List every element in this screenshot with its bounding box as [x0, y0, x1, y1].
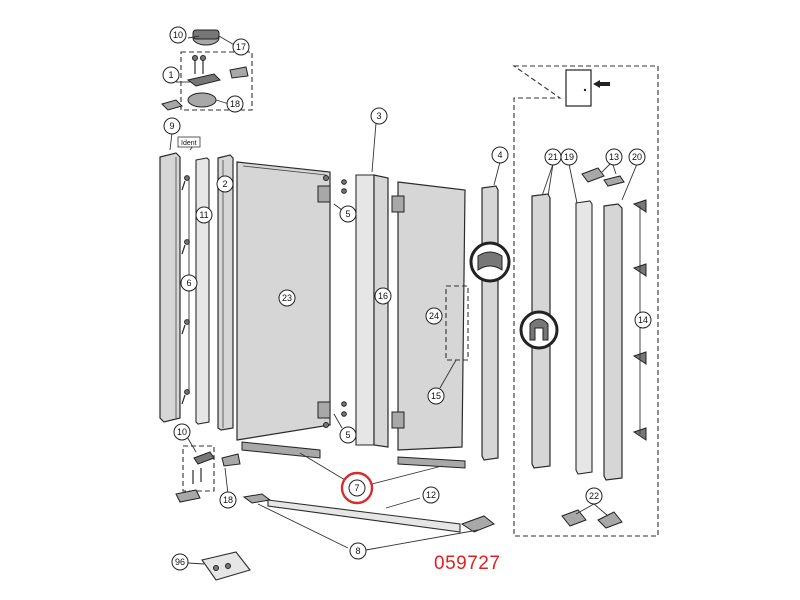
- callout-7-highlight-ring: [340, 471, 374, 505]
- svg-text:14: 14: [638, 315, 648, 325]
- top-hinge-kit-box: [180, 51, 253, 111]
- callout-18-top: 18: [226, 95, 244, 113]
- svg-text:96: 96: [175, 557, 185, 567]
- top-hinge-kit: [161, 29, 253, 111]
- svg-text:3: 3: [376, 111, 381, 121]
- callout-13: 13: [605, 148, 623, 166]
- svg-text:5: 5: [345, 430, 350, 440]
- svg-text:15: 15: [431, 391, 441, 401]
- svg-text:12: 12: [426, 490, 436, 500]
- svg-text:18: 18: [223, 495, 233, 505]
- callout-5-top: 5: [339, 205, 357, 223]
- svg-text:13: 13: [609, 152, 619, 162]
- callout-96: 96: [171, 553, 189, 571]
- svg-text:10: 10: [177, 427, 187, 437]
- callout-19: 19: [560, 148, 578, 166]
- callout-7: 7: [348, 479, 366, 497]
- svg-text:23: 23: [282, 293, 292, 303]
- callout-11: 11: [195, 206, 213, 224]
- svg-text:4: 4: [497, 150, 502, 160]
- callout-15: 15: [427, 387, 445, 405]
- svg-text:6: 6: [186, 278, 191, 288]
- callout-3: 3: [370, 107, 388, 125]
- callout-12: 12: [422, 486, 440, 504]
- callout-24: 24: [425, 307, 443, 325]
- svg-text:11: 11: [199, 210, 208, 220]
- svg-text:17: 17: [236, 42, 246, 52]
- callout-6: 6: [180, 274, 198, 292]
- center-post: [333, 122, 389, 448]
- callout-20: 20: [628, 148, 646, 166]
- svg-text:24: 24: [429, 311, 439, 321]
- svg-text:20: 20: [632, 152, 642, 162]
- svg-text:9: 9: [169, 121, 174, 131]
- svg-text:18: 18: [230, 99, 240, 109]
- bottom-hinge-kit: [175, 434, 241, 503]
- callout-14: 14: [634, 311, 652, 329]
- callout-8: 8: [349, 542, 367, 560]
- fixing-kit-96: [187, 551, 251, 581]
- callout-1: 1: [162, 66, 180, 84]
- left-wall-profiles: Ident: [159, 132, 234, 431]
- svg-text:1: 1: [168, 70, 173, 80]
- callout-21: 21: [544, 148, 562, 166]
- svg-text:7: 7: [354, 483, 359, 493]
- svg-text:10: 10: [173, 30, 183, 40]
- ident-label-box: [177, 136, 201, 148]
- callout-17: 17: [232, 38, 250, 56]
- callout-9: 9: [163, 117, 181, 135]
- svg-text:2: 2: [222, 179, 227, 189]
- callout-5-bottom: 5: [339, 426, 357, 444]
- svg-text:16: 16: [378, 291, 388, 301]
- seal-profile-4: [469, 161, 511, 461]
- svg-text:5: 5: [345, 209, 350, 219]
- callout-23: 23: [278, 289, 296, 307]
- part-number: 059727: [434, 553, 501, 574]
- callout-16: 16: [374, 287, 392, 305]
- callout-4: 4: [491, 146, 509, 164]
- callout-10-top: 10: [169, 26, 187, 44]
- bottom-seals: [241, 441, 495, 551]
- svg-text:21: 21: [548, 152, 558, 162]
- ident-label: Ident: [181, 140, 197, 147]
- callout-10-bottom: 10: [173, 423, 191, 441]
- svg-text:19: 19: [564, 152, 574, 162]
- callout-2: 2: [216, 175, 234, 193]
- callout-22: 22: [585, 487, 603, 505]
- right-corner-kit: [512, 65, 659, 537]
- svg-text:8: 8: [355, 546, 360, 556]
- callout-18-bottom: 18: [219, 491, 237, 509]
- svg-text:22: 22: [589, 491, 599, 501]
